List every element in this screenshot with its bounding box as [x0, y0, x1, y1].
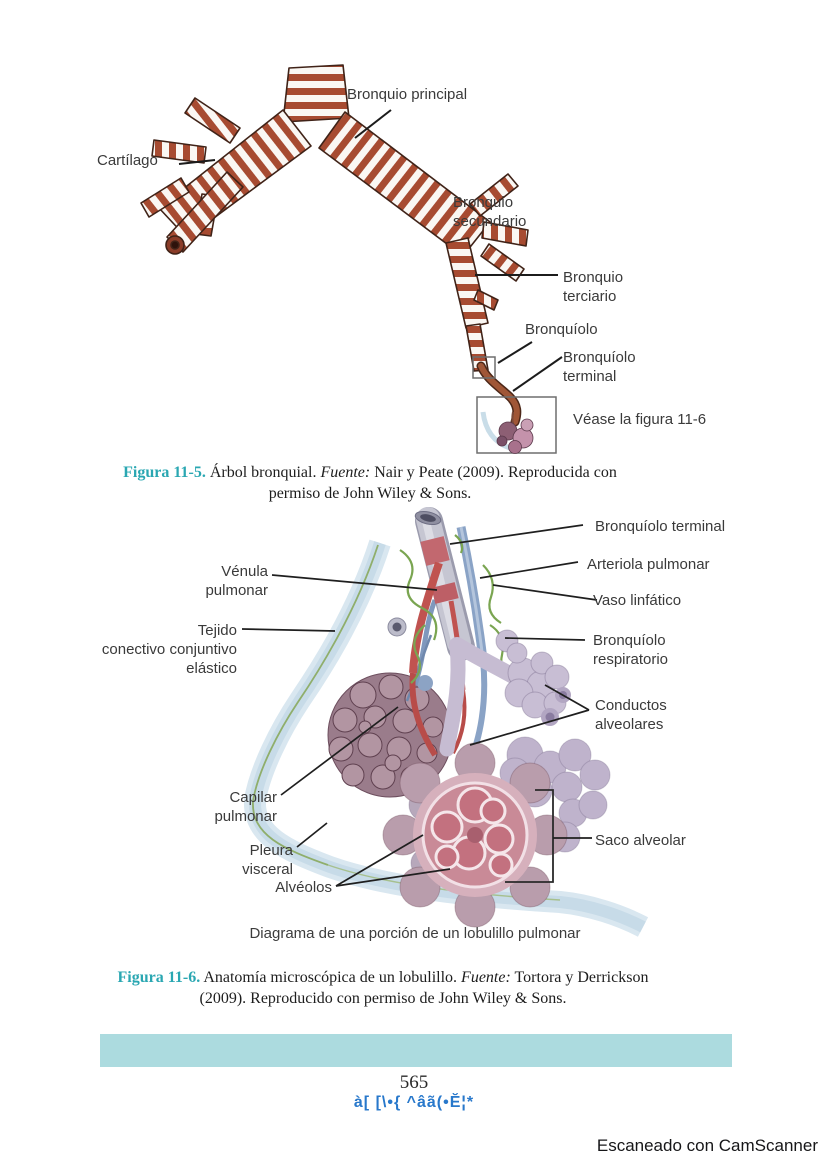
elastic-fiber-line — [252, 544, 379, 866]
figure-11-5-caption-source-text: Nair y Peate (2009). Reproducida con per… — [268, 464, 617, 502]
bronchiole-inset-box — [472, 356, 496, 379]
leader-lines — [241, 524, 598, 887]
figure-11-6-caption: Figura 11-6. Anatomía microscópica de un… — [103, 967, 663, 1009]
label-bronquiolo-terminal: Bronquíolo terminal — [563, 349, 636, 385]
label-capilar-pulmonar: Capilar pulmonar — [214, 789, 277, 825]
scan-artifact-text: à[ [\•{ ^âã(•Ĕ¦* — [353, 1094, 475, 1111]
label-alveolos: Alvéolos — [275, 879, 332, 896]
figure-11-5-caption-source-label: Fuente: — [320, 464, 371, 481]
alveolar-ducts — [439, 629, 571, 757]
label-bronquiolo-respiratorio: Bronquíolo respiratorio — [593, 632, 669, 668]
label-bronquiolo-terminal-2: Bronquíolo terminal — [595, 518, 726, 535]
label-pleura-visceral: Pleura visceral — [242, 842, 293, 878]
figure-11-6-caption-number: Figura 11-6. — [117, 969, 201, 986]
figure-11-5-caption: Figura 11-5. Árbol bronquial. Fuente: Na… — [100, 462, 640, 504]
label-vaso-linfatico: Vaso linfático — [593, 592, 682, 609]
page-number: 565 — [399, 1072, 429, 1093]
label-venula-pulmonar: Vénula pulmonar — [205, 563, 268, 599]
pleura-band — [243, 539, 649, 937]
teal-divider-bar — [100, 1034, 732, 1067]
figure-11-5-caption-title: Árbol bronquial. — [205, 464, 321, 481]
label-vease-figura: Véase la figura 11-6 — [573, 411, 707, 428]
label-bronquio-terciario: Bronquio terciario — [563, 269, 624, 305]
bronchial-tree-group — [140, 64, 529, 372]
label-arteriola-pulmonar: Arteriola pulmonar — [587, 556, 710, 573]
bronchial-tree-illustration — [140, 64, 563, 454]
label-bronquio-principal: Bronquio principal — [347, 86, 468, 103]
figure-11-6-caption-source-text: Tortora y Derrickson (2009). Reproducido… — [199, 969, 649, 1007]
label-tejido-conectivo: Tejido conectivo conjuntivo elástico — [101, 622, 237, 677]
label-conductos-alveolares: Conductos alveolares — [595, 697, 667, 733]
figure-11-6-caption-title: Anatomía microscópica de un lobulillo. — [200, 969, 462, 986]
figure-11-6: Bronquíolo terminal Arteriola pulmonar V… — [95, 505, 735, 945]
alveoli-inset-art — [480, 411, 534, 454]
lobule-microanatomy-illustration — [241, 507, 649, 937]
camscanner-watermark: Escaneado con CamScanner — [596, 1136, 818, 1155]
label-bronquiolo: Bronquíolo — [525, 321, 598, 338]
leader-lines — [178, 109, 563, 392]
label-bronquio-secundario: Bronquio secundario — [453, 194, 527, 230]
figure-11-5: Bronquio principal Cartílago Bronquio se… — [85, 60, 745, 460]
figure-11-6-caption-source-label: Fuente: — [461, 969, 511, 986]
label-cartilago: Cartílago — [97, 152, 158, 169]
alveolar-sac — [382, 742, 568, 928]
figure-11-5-caption-number: Figura 11-5. — [123, 464, 206, 481]
saco-bracket — [505, 789, 554, 883]
label-saco-alveolar: Saco alveolar — [595, 832, 686, 849]
figure-11-6-subtitle: Diagrama de una porción de un lobulillo … — [249, 925, 581, 942]
